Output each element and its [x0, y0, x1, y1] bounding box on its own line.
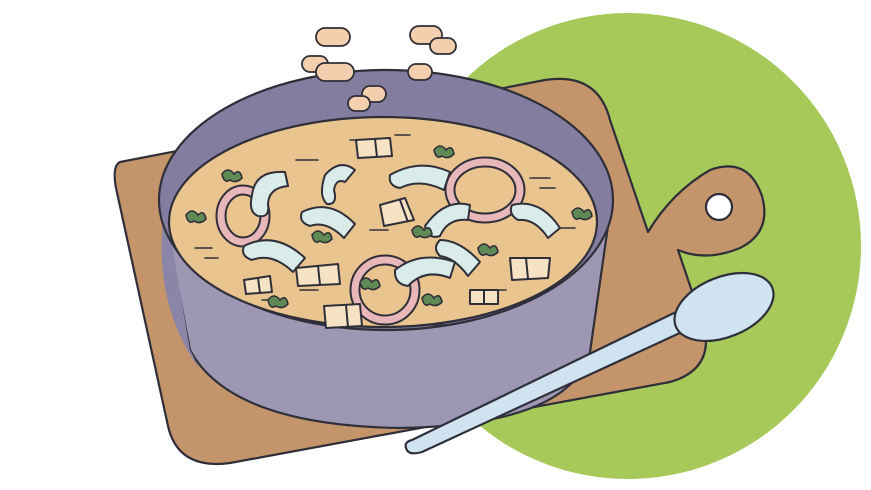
herb-icon	[185, 145, 593, 309]
pot-icon	[157, 68, 615, 430]
tofu-icon	[243, 137, 551, 329]
steam-puff-icon	[301, 25, 457, 112]
spoon-icon	[404, 271, 775, 455]
pasta-icon	[242, 164, 561, 287]
